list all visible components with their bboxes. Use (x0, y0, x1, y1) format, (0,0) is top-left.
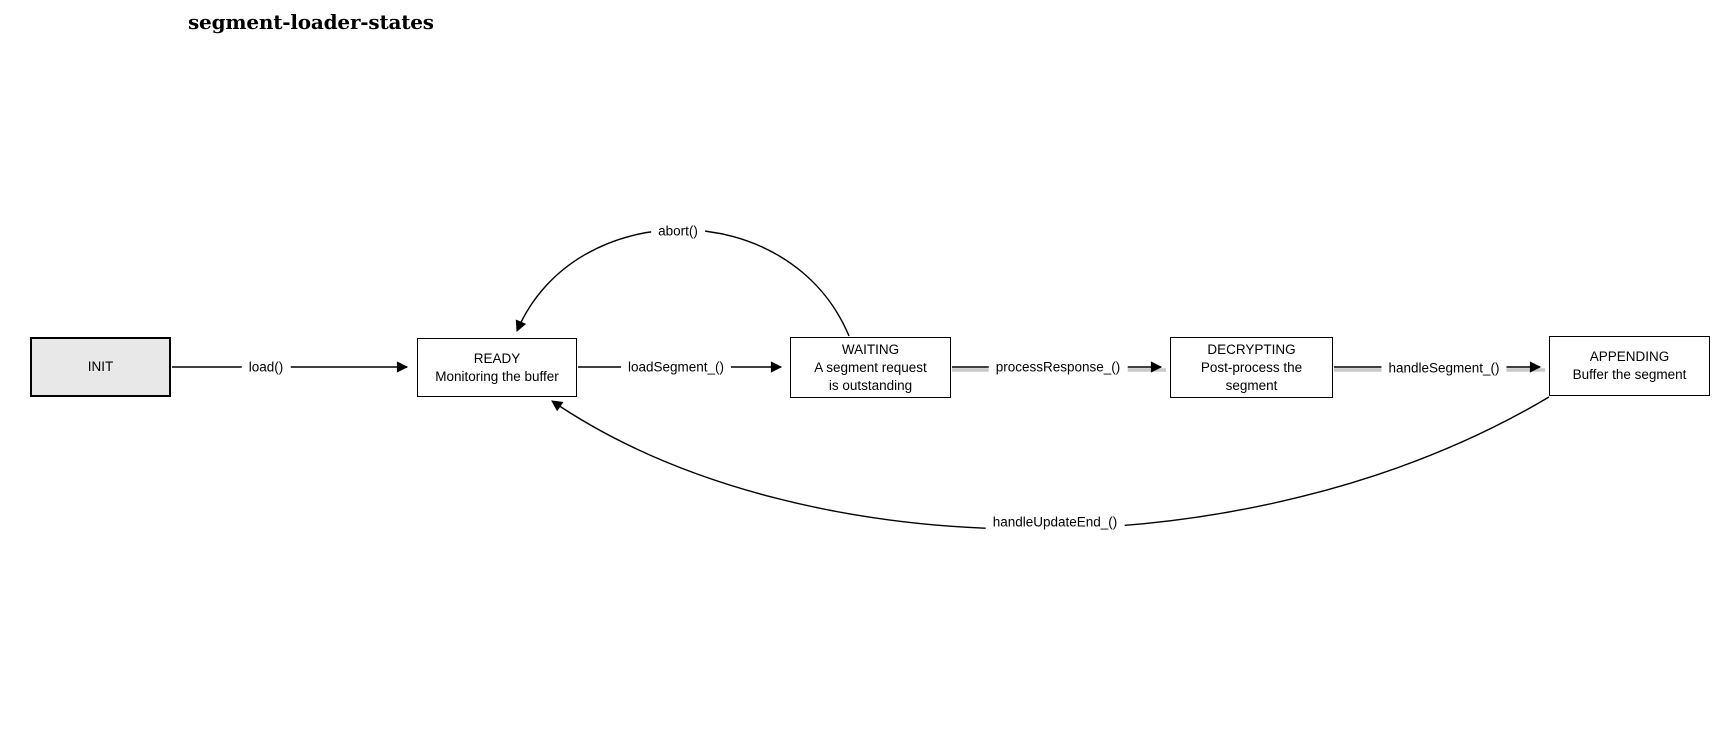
edge-abort (515, 229, 850, 337)
transition-label-handle-update-end: handleUpdateEnd_() (985, 513, 1125, 531)
node-label: APPENDING (1589, 349, 1670, 364)
transition-label-abort: abort() (651, 222, 705, 240)
state-node-init: INIT (30, 337, 171, 397)
edge-handle-update-end (551, 396, 1550, 530)
page-title: segment-loader-states (188, 10, 434, 34)
node-description: Monitoring the buffer (435, 368, 559, 384)
transition-label-load-segment: loadSegment_() (620, 358, 732, 376)
node-label: INIT (87, 359, 114, 374)
transition-label-handle-segment: handleSegment_() (1381, 359, 1507, 377)
node-description: Post-process the segment (1200, 359, 1303, 393)
state-node-appending: APPENDING Buffer the segment (1549, 336, 1710, 396)
state-node-waiting: WAITING A segment request is outstanding (790, 337, 951, 398)
state-node-ready: READY Monitoring the buffer (417, 338, 577, 397)
node-label: DECRYPTING (1207, 341, 1296, 357)
node-label: READY (473, 350, 521, 366)
node-description: Buffer the segment (1572, 367, 1687, 382)
transition-label-process-response: processResponse_() (988, 358, 1128, 376)
node-description: A segment request is outstanding (814, 359, 927, 393)
node-label: WAITING (841, 341, 900, 357)
state-node-decrypting: DECRYPTING Post-process the segment (1170, 337, 1333, 398)
transition-label-load: load() (241, 358, 291, 376)
